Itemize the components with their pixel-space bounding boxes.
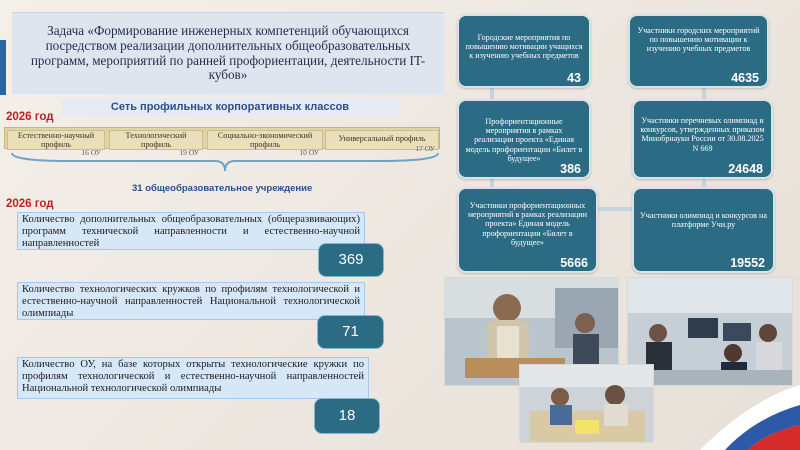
- profile-label: Естественно-научный профиль: [17, 131, 95, 149]
- card-value: 5666: [560, 255, 588, 270]
- card-uchi-participants: Участники олимпиад и конкурсов на платфо…: [632, 187, 775, 273]
- card-value: 19552: [730, 255, 765, 270]
- stat-circles-text: Количество технологических кружков по пр…: [17, 282, 365, 320]
- card-value: 386: [560, 161, 581, 176]
- card-label: Участники городских мероприятий по повыш…: [637, 26, 760, 54]
- connector: [598, 207, 634, 211]
- accent-bar: [0, 40, 6, 95]
- stats-year: 2026 год: [6, 198, 54, 210]
- card-value: 4635: [731, 70, 759, 85]
- card-value: 43: [567, 70, 581, 85]
- photo-kids-table: [519, 364, 654, 443]
- card-label: Участники перечневых олимпиад и конкурсо…: [640, 116, 765, 153]
- card-label: Городские мероприятия по повышению мотив…: [465, 33, 583, 61]
- stat-programs-text: Количество дополнительных общеобразовате…: [17, 212, 365, 250]
- card-label: Участники олимпиад и конкурсов на платфо…: [640, 211, 767, 230]
- network-title: Сеть профильных корпоративных классов: [62, 98, 398, 116]
- profiles-bar: Естественно-научный профиль 16 ОУ Технол…: [4, 127, 440, 157]
- stat-programs-value: 369: [318, 243, 384, 277]
- card-olympiad-participants: Участники перечневых олимпиад и конкурсо…: [632, 99, 773, 179]
- card-label: Участники профориентационных мероприятий…: [467, 201, 588, 247]
- card-career-participants: Участники профориентационных мероприятий…: [457, 187, 598, 273]
- card-career-events: Профориентационные мероприятия в рамках …: [457, 99, 591, 179]
- profile-count: 19 ОУ: [179, 148, 199, 157]
- stat-schools-text: Количество ОУ, на базе которых открыты т…: [17, 357, 369, 399]
- card-city-participants: Участники городских мероприятий по повыш…: [628, 14, 769, 88]
- profile-universal: Универсальный профиль 17 ОУ: [325, 130, 439, 153]
- total-institutions: 31 общеобразовательное учреждение: [132, 183, 313, 194]
- profile-label: Социально-экономический профиль: [217, 131, 313, 149]
- profile-label: Универсальный профиль: [338, 134, 426, 143]
- card-city-events: Городские мероприятия по повышению мотив…: [457, 14, 591, 88]
- profile-technological: Технологический профиль 19 ОУ: [109, 130, 203, 157]
- profile-count: 17 ОУ: [415, 144, 435, 153]
- stat-circles-value: 71: [317, 315, 384, 349]
- flag-ribbon-icon: [700, 385, 800, 450]
- profile-natural-science: Естественно-научный профиль 16 ОУ: [7, 130, 105, 157]
- brace-icon: [11, 152, 439, 172]
- profile-label: Технологический профиль: [125, 131, 187, 149]
- page-title: Задача «Формирование инженерных компетен…: [12, 12, 444, 94]
- profile-count: 10 ОУ: [299, 148, 319, 157]
- network-year: 2026 год: [6, 111, 54, 123]
- stat-schools-value: 18: [314, 398, 380, 434]
- card-label: Профориентационные мероприятия в рамках …: [465, 117, 583, 163]
- profile-socio-economic: Социально-экономический профиль 10 ОУ: [207, 130, 323, 157]
- card-value: 24648: [728, 161, 763, 176]
- photo-computer-class: [627, 277, 793, 386]
- profile-count: 16 ОУ: [81, 148, 101, 157]
